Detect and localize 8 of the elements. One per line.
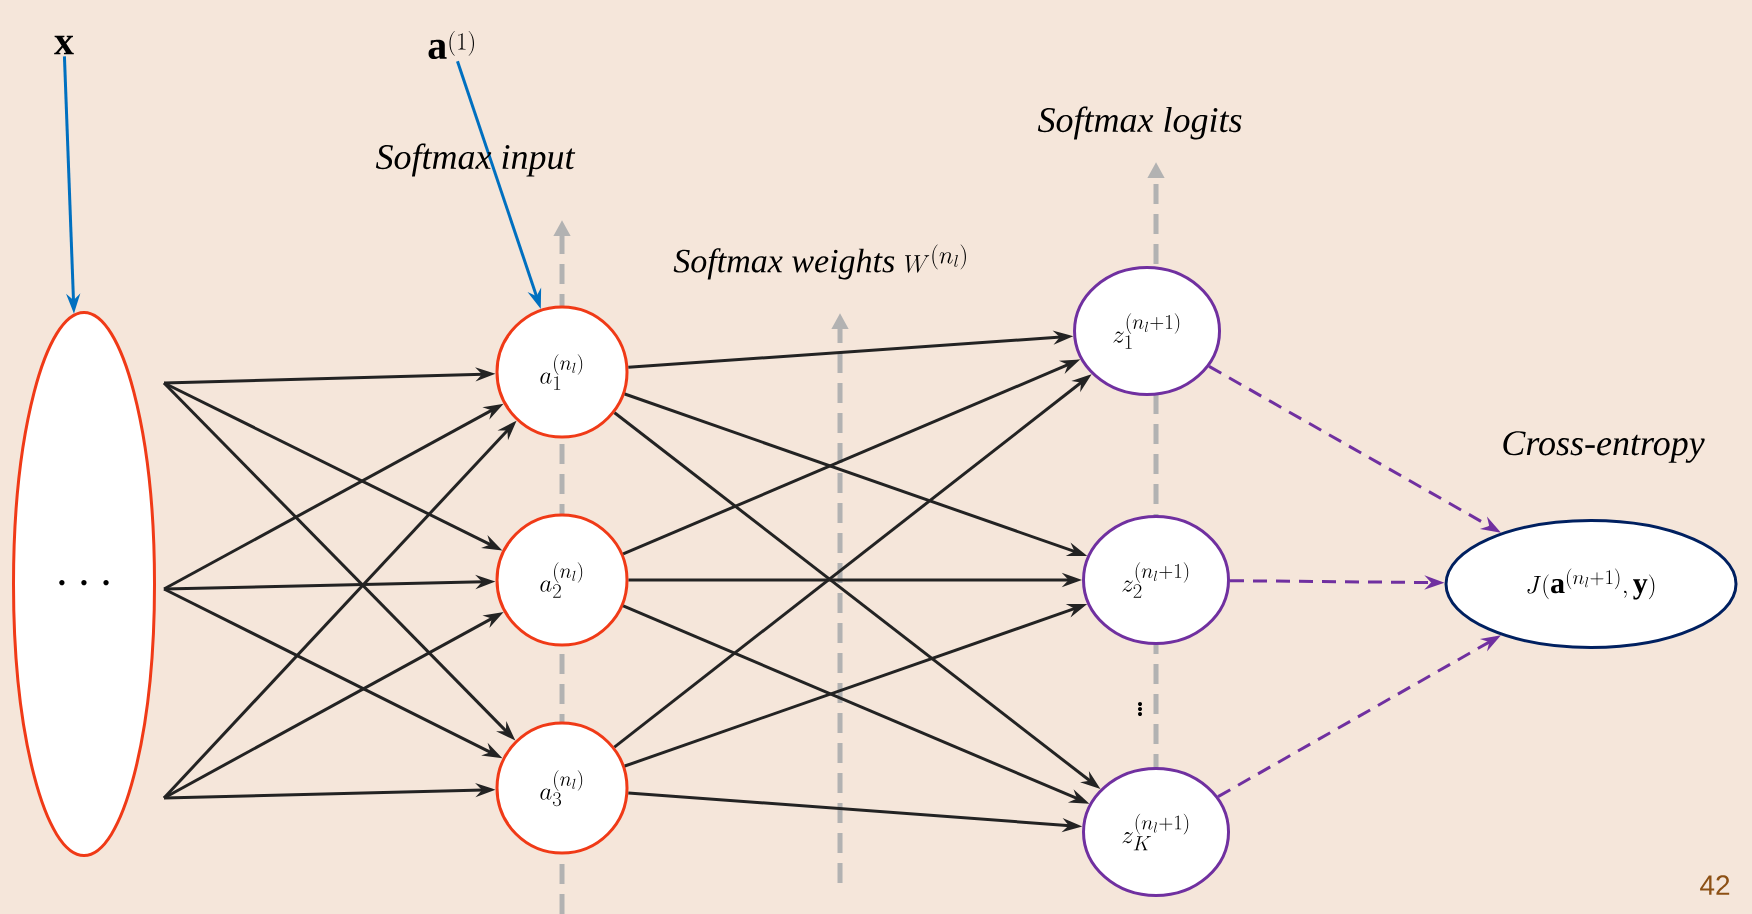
math-label: $\vdots$ — [1138, 702, 1142, 717]
italic-label: Cross-entropy — [1503, 431, 1705, 463]
page-number: 42 — [1700, 875, 1730, 895]
math-label: $\textit{Softmax weights}\ W^{(n_l)}$ — [673, 244, 966, 280]
italic-label: Softmax logits — [1037, 106, 1242, 140]
math-label: $\mathbf{a}^{(1)}$ — [428, 31, 474, 60]
math-label: $\mathbf{x}$ — [54, 35, 74, 55]
italic-label: Softmax input — [375, 143, 576, 177]
